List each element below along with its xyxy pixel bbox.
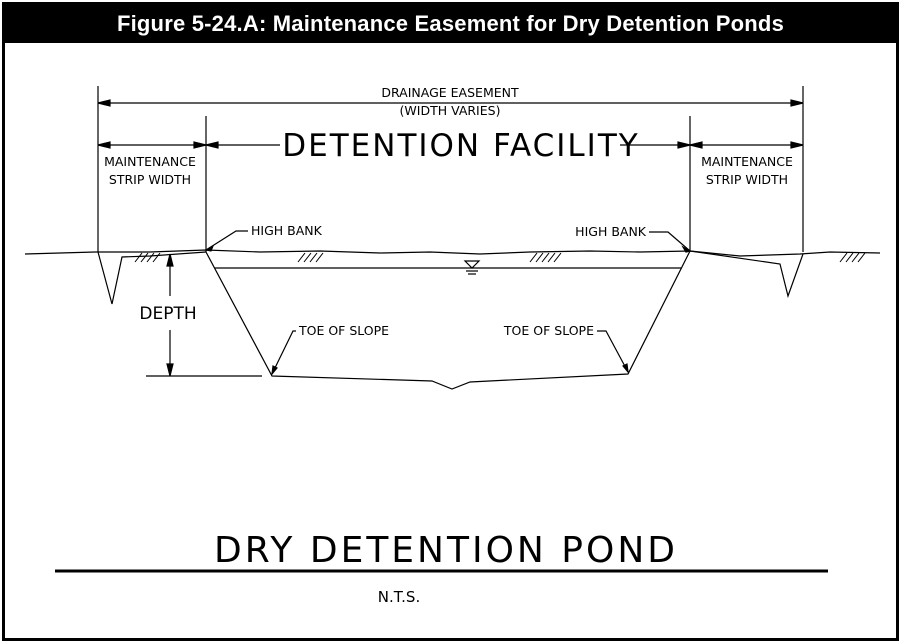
high-bank-right-leader — [649, 231, 691, 252]
left-swale — [97, 251, 207, 305]
arrowhead-right-icon — [790, 99, 804, 107]
depth-dimension: DEPTH — [139, 253, 262, 377]
drainage-easement-dimension: DRAINAGE EASEMENT (WIDTH VARIES) — [97, 85, 804, 252]
arrowhead-left-icon — [205, 141, 219, 149]
callout-leaders: HIGH BANK HIGH BANK TOE OF SLOPE TOE OF … — [204, 223, 692, 376]
earth-hatch-icon — [134, 252, 866, 263]
toe-right-leader — [597, 330, 629, 373]
detention-facility-label: DETENTION FACILITY — [282, 128, 639, 164]
water-surface-symbol-icon — [463, 260, 481, 275]
arrowhead-right-icon — [677, 141, 691, 149]
pond-cross-section — [24, 249, 881, 390]
arrowhead-left-icon — [97, 141, 111, 149]
arrowhead-down-icon — [166, 363, 174, 377]
leader-arrow-icon — [204, 244, 215, 252]
arrowhead-right-icon — [790, 141, 804, 149]
maintenance-right-label: MAINTENANCE — [701, 154, 793, 169]
depth-label: DEPTH — [139, 304, 196, 324]
arrowhead-left-icon — [689, 141, 703, 149]
pond-basin — [205, 250, 691, 390]
high-bank-left-label: HIGH BANK — [251, 223, 323, 238]
arrowhead-up-icon — [166, 253, 174, 267]
facility-dimension: DETENTION FACILITY MAINTENANCE STRIP WID… — [97, 116, 804, 252]
scale-note: N.T.S. — [378, 588, 420, 606]
high-bank-right-label: HIGH BANK — [575, 224, 647, 239]
main-title: DRY DETENTION POND — [214, 530, 678, 571]
toe-of-slope-left-label: TOE OF SLOPE — [298, 323, 389, 338]
ground-line — [24, 249, 881, 257]
strip-width-right-label: STRIP WIDTH — [706, 172, 788, 187]
toe-left-leader — [271, 330, 296, 375]
drainage-easement-label: DRAINAGE EASEMENT — [381, 85, 519, 100]
title-block: DRY DETENTION POND N.T.S. — [55, 530, 828, 606]
leader-arrow-icon — [622, 363, 629, 374]
right-swale — [689, 250, 804, 299]
arrowhead-right-icon — [193, 141, 207, 149]
arrowhead-left-icon — [97, 99, 111, 107]
figure-title: Figure 5-24.A: Maintenance Easement for … — [5, 5, 896, 43]
width-varies-label: (WIDTH VARIES) — [400, 103, 501, 118]
leader-arrow-icon — [681, 245, 692, 253]
high-bank-left-leader — [205, 230, 248, 251]
maintenance-left-label: MAINTENANCE — [104, 154, 196, 169]
leader-arrow-icon — [271, 365, 278, 376]
strip-width-left-label: STRIP WIDTH — [109, 172, 191, 187]
toe-of-slope-right-label: TOE OF SLOPE — [503, 323, 594, 338]
